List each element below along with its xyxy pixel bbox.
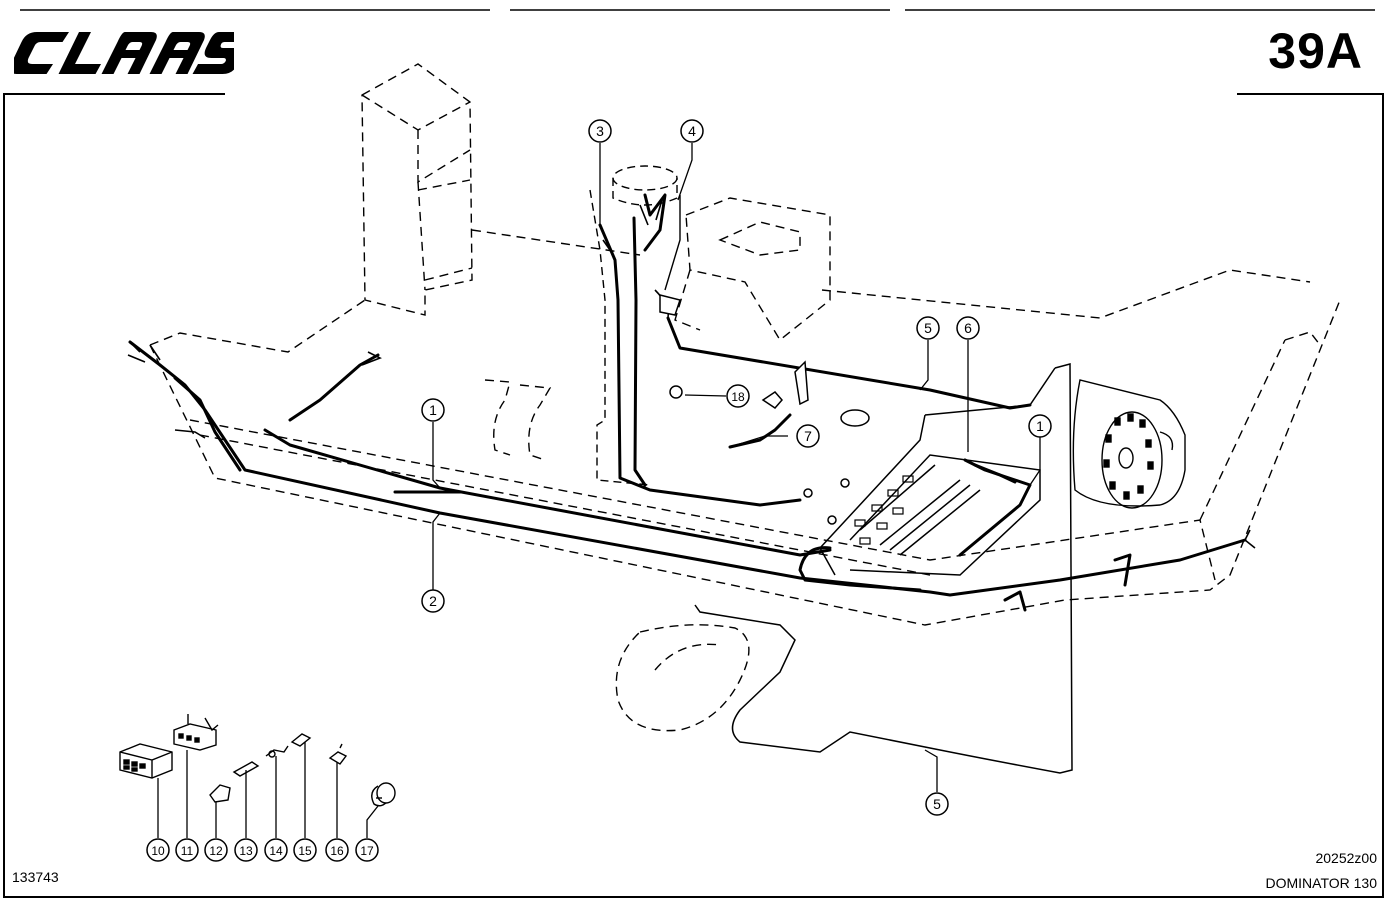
callout-c5b-ring: [925, 792, 949, 816]
part-callout-11-ring: [175, 838, 199, 862]
part-callout-10: 10: [146, 838, 170, 862]
part-callout-13-ring: [234, 838, 258, 862]
part-callout-17-ring: [355, 838, 379, 862]
callout-c7-ring: [796, 424, 820, 448]
callout-c1a: 1: [421, 398, 445, 422]
page-code: 39A: [1268, 23, 1363, 79]
parts-number-row: 10 11 12 13 14 15 16 17: [146, 838, 379, 862]
part-callout-14-label: 14: [269, 844, 283, 858]
washer-reservoir: [589, 165, 681, 486]
callout-c7: 7: [796, 424, 820, 448]
part-callout-14: 14: [264, 838, 288, 862]
callout-c1b-ring: [1028, 414, 1052, 438]
part-callout-12: 12: [204, 838, 228, 862]
drawing-code: 20252z00: [1315, 850, 1377, 866]
document-number: 133743: [12, 869, 59, 885]
callout-c4-ring: [680, 119, 704, 143]
callout-c18: 18: [726, 384, 750, 408]
part-callout-16-label: 16: [330, 844, 344, 858]
callout-c6: 6: [956, 316, 980, 340]
part-callout-10-ring: [146, 838, 170, 862]
wiring-harness: [128, 193, 1247, 612]
callout-c5a: 5: [916, 316, 940, 340]
callout-c5a-label: 5: [924, 320, 932, 336]
callout-c1a-ring: [421, 398, 445, 422]
frame-left: [3, 93, 5, 898]
loose-parts-sketches: [119, 714, 396, 807]
part-callout-13: 13: [234, 838, 258, 862]
header-rule-left: [3, 93, 225, 95]
callout-c7-label: 7: [804, 428, 812, 444]
part-callout-15-label: 15: [298, 844, 312, 858]
callout-c4: 4: [680, 119, 704, 143]
inline-connectors: [659, 294, 870, 525]
parts-row-leaders: [157, 742, 379, 838]
callout-c6-label: 6: [964, 320, 972, 336]
header-rule-right: [1237, 93, 1384, 95]
callout-c3: 3: [588, 119, 612, 143]
callout-c5b: 5: [925, 792, 949, 816]
part-callout-15: 15: [293, 838, 317, 862]
frame-right: [1382, 93, 1384, 898]
frame-bottom: [3, 896, 1384, 898]
part-callout-16: 16: [325, 838, 349, 862]
claas-logo: [14, 32, 234, 74]
callout-c3-label: 3: [596, 123, 604, 139]
callout-c6-ring: [956, 316, 980, 340]
callout-c2: 2: [421, 589, 445, 613]
part-callout-14-ring: [264, 838, 288, 862]
part-callout-13-label: 13: [239, 844, 253, 858]
part-callout-16-ring: [325, 838, 349, 862]
callout-c5a-ring: [916, 316, 940, 340]
callout-c1a-label: 1: [429, 402, 437, 418]
part-callout-10-label: 10: [151, 844, 165, 858]
part-callout-11: 11: [175, 838, 199, 862]
part-callout-11-label: 11: [181, 844, 194, 858]
leader-lines: [432, 143, 1041, 792]
callout-layer: 1 1 2 3 4 5 5 6 7 18: [421, 119, 1052, 816]
part-callout-15-ring: [293, 838, 317, 862]
callout-c5b-label: 5: [933, 796, 941, 812]
callout-c1b-label: 1: [1036, 418, 1044, 434]
callout-c2-label: 2: [429, 593, 437, 609]
callout-c18-label: 18: [731, 390, 745, 404]
machine-model: DOMINATOR 130: [1265, 875, 1377, 891]
callout-c2-ring: [421, 589, 445, 613]
part-callout-17-label: 17: [360, 844, 374, 858]
rotary-switch-panel: [1072, 379, 1186, 509]
part-callout-12-ring: [204, 838, 228, 862]
callout-c4-label: 4: [688, 123, 696, 139]
callout-c3-ring: [588, 119, 612, 143]
part-callout-17: 17: [355, 838, 379, 862]
callout-c18-ring: [726, 384, 750, 408]
part-callout-12-label: 12: [209, 844, 223, 858]
callout-c1b: 1: [1028, 414, 1052, 438]
